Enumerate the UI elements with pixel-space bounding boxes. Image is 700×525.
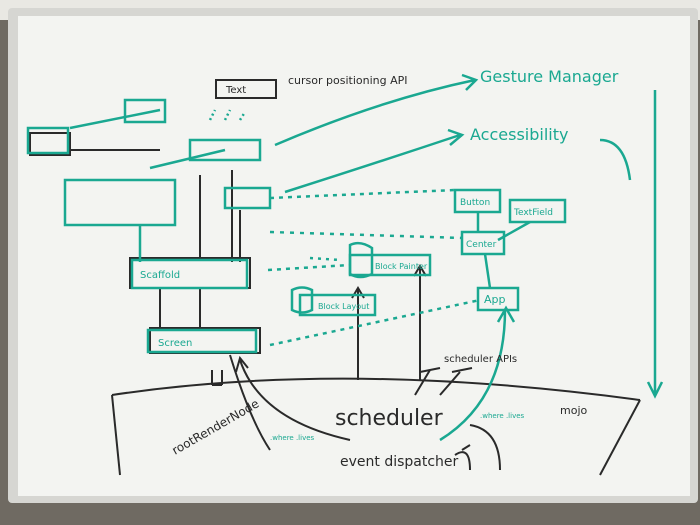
- teal-ink-drawing: [26, 73, 664, 442]
- event-dispatcher-label: event dispatcher: [340, 454, 459, 470]
- cursor-api-label: cursor positioning API: [288, 74, 408, 87]
- where-lives-right-label: .where .lives: [480, 412, 525, 420]
- where-lives-left-label: .where .lives: [270, 434, 315, 442]
- scaffold-label: Scaffold: [140, 270, 180, 281]
- textfield-label: TextField: [513, 208, 553, 218]
- text-node-label: Text: [225, 85, 246, 96]
- accessibility-label: Accessibility: [470, 125, 568, 144]
- scheduler-label: scheduler: [335, 406, 444, 431]
- center-label: Center: [466, 240, 497, 250]
- scheduler-apis-label: scheduler APIs: [444, 354, 517, 365]
- screen-label: Screen: [158, 338, 192, 349]
- mojo-label: mojo: [560, 404, 588, 417]
- button-label: Button: [460, 198, 490, 208]
- block-painter-label: Block Painter: [375, 262, 428, 271]
- gesture-manager-label: Gesture Manager: [480, 67, 619, 86]
- app-label: App: [484, 293, 506, 306]
- block-layout-label: Block Layout: [318, 302, 369, 311]
